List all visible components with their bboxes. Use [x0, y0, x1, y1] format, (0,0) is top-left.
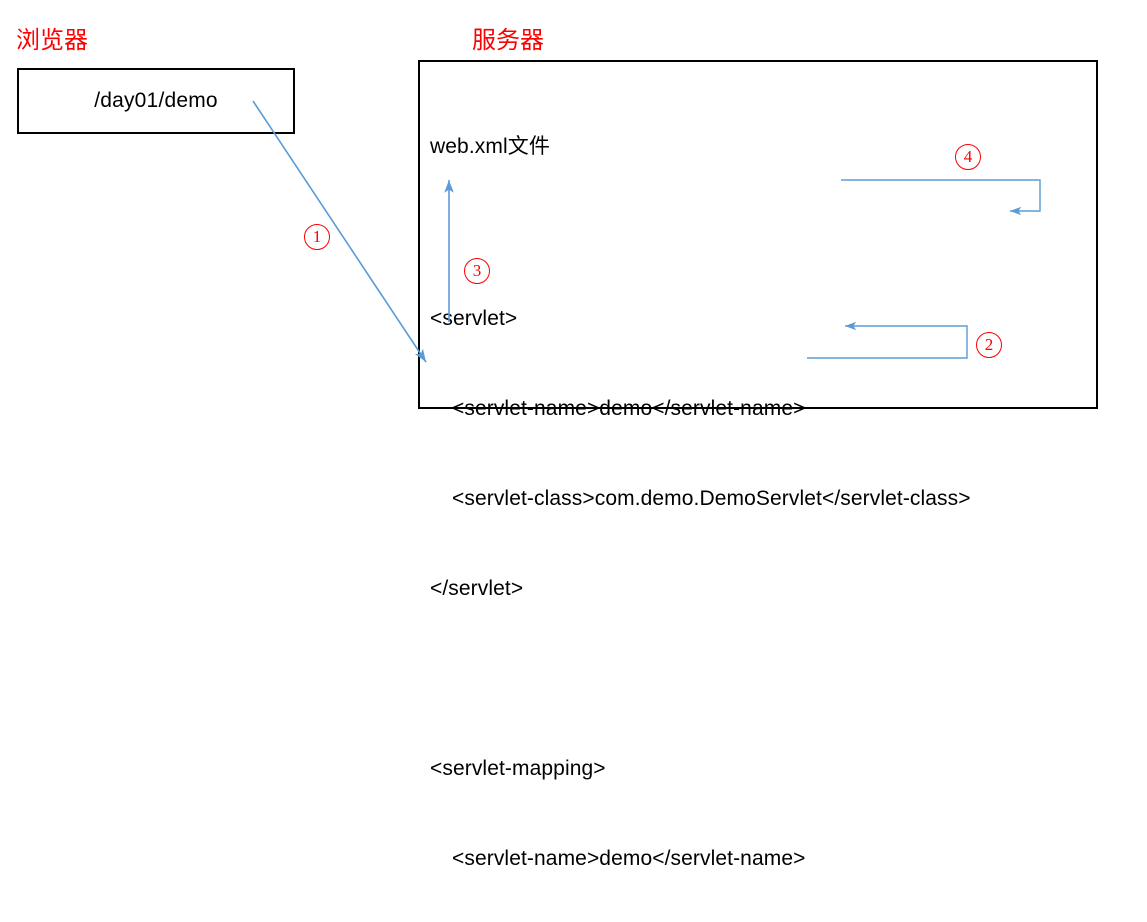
- browser-url-text: /day01/demo: [94, 89, 218, 112]
- xml-line-servlet-name: <servlet-name>demo</servlet-name>: [452, 397, 806, 420]
- browser-heading: 浏览器: [16, 26, 88, 54]
- browser-box: /day01/demo: [17, 68, 295, 134]
- step-marker-2: 2: [976, 332, 1002, 358]
- xml-line-servlet-open: <servlet>: [430, 307, 518, 330]
- spacer-line-2: [430, 664, 1090, 694]
- step-marker-3: 3: [464, 258, 490, 284]
- spacer-line: [430, 222, 1090, 244]
- arrow-1-url-to-url-pattern: [252, 100, 427, 363]
- web-xml-title: web.xml文件: [430, 135, 550, 158]
- xml-line-mapping-servlet-name: <servlet-name>demo</servlet-name>: [452, 847, 806, 870]
- step-marker-1: 1: [304, 224, 330, 250]
- web-xml-listing: web.xml文件 <servlet> <servlet-name>demo</…: [430, 72, 1090, 922]
- xml-line-servlet-close: </servlet>: [430, 577, 524, 600]
- server-heading: 服务器: [472, 26, 544, 54]
- step-marker-4: 4: [955, 144, 981, 170]
- xml-line-servlet-class: <servlet-class>com.demo.DemoServlet</ser…: [452, 487, 971, 510]
- xml-line-servlet-mapping-open: <servlet-mapping>: [430, 757, 606, 780]
